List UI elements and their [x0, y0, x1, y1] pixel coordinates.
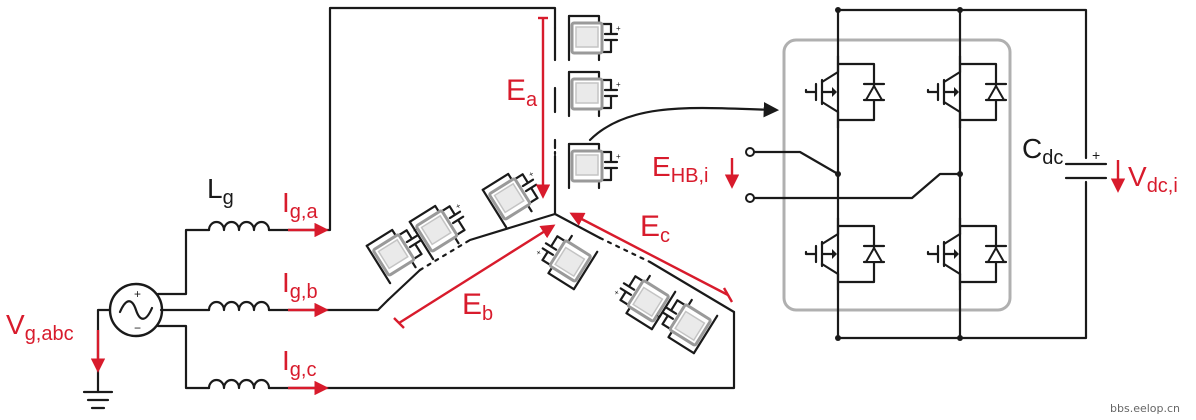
igb-label: Ig,b	[282, 267, 318, 303]
igbt-icon	[804, 216, 886, 292]
eb-label: Eb	[462, 288, 493, 325]
lg-label: Lg	[207, 173, 234, 209]
cdc-label: Cdc	[1022, 133, 1063, 169]
vdc-label: Vdc,i	[1128, 161, 1178, 197]
ea-label: Ea	[506, 74, 538, 111]
igbt-icon	[804, 54, 886, 130]
cdc-plus-sign: +	[1092, 147, 1100, 163]
inductor-icon-c	[207, 378, 271, 390]
igbt-icon	[926, 54, 1008, 130]
igc-label: Ig,c	[282, 345, 316, 381]
half-bridge-detail	[724, 7, 1126, 341]
ehb-label: EHB,i	[652, 151, 708, 187]
ground-icon	[82, 390, 114, 410]
arm-a	[553, 14, 623, 216]
zoom-arrow	[588, 101, 780, 142]
grid-wires	[96, 6, 736, 394]
arm-b	[365, 160, 557, 302]
submodule-icon	[567, 142, 623, 190]
inductor-icon-b	[207, 300, 271, 312]
igbt-icon	[926, 216, 1008, 292]
inductor-icon-a	[207, 220, 271, 232]
iga-label: Ig,a	[282, 187, 318, 223]
submodule-icon	[408, 192, 479, 261]
svg-text:−: −	[134, 321, 141, 335]
ec-label: Ec	[640, 210, 670, 247]
watermark-text: bbs.eelop.cn	[1110, 402, 1180, 415]
current-arrows	[90, 222, 329, 396]
submodule-icon	[481, 160, 552, 229]
vgabc-label: Vg,abc	[6, 309, 74, 345]
arm-voltage-arrows	[393, 16, 734, 329]
capacitor-icon	[1064, 162, 1108, 180]
ac-source-icon: + −	[108, 282, 164, 338]
submodule-icon	[567, 70, 623, 118]
arm-c	[528, 212, 736, 355]
submodule-icon	[567, 14, 623, 62]
svg-text:+: +	[134, 287, 141, 301]
